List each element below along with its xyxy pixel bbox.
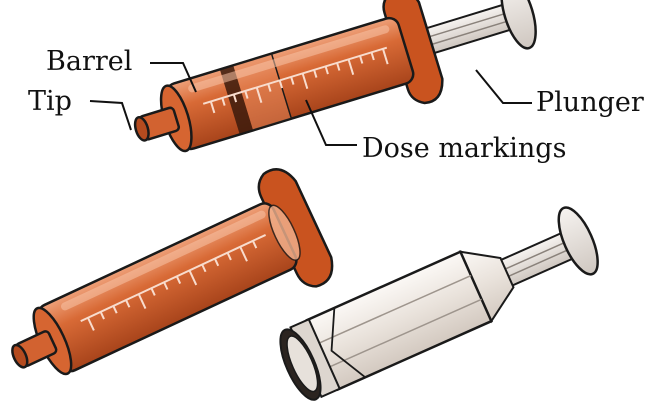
barrel-label: Barrel <box>46 46 132 77</box>
tip-label: Tip <box>28 86 72 117</box>
tip-leader <box>90 101 131 130</box>
dose-markings-label: Dose markings <box>362 133 566 164</box>
plunger-leader <box>476 70 532 103</box>
plunger-label: Plunger <box>536 87 644 118</box>
separate-plunger <box>272 201 606 405</box>
